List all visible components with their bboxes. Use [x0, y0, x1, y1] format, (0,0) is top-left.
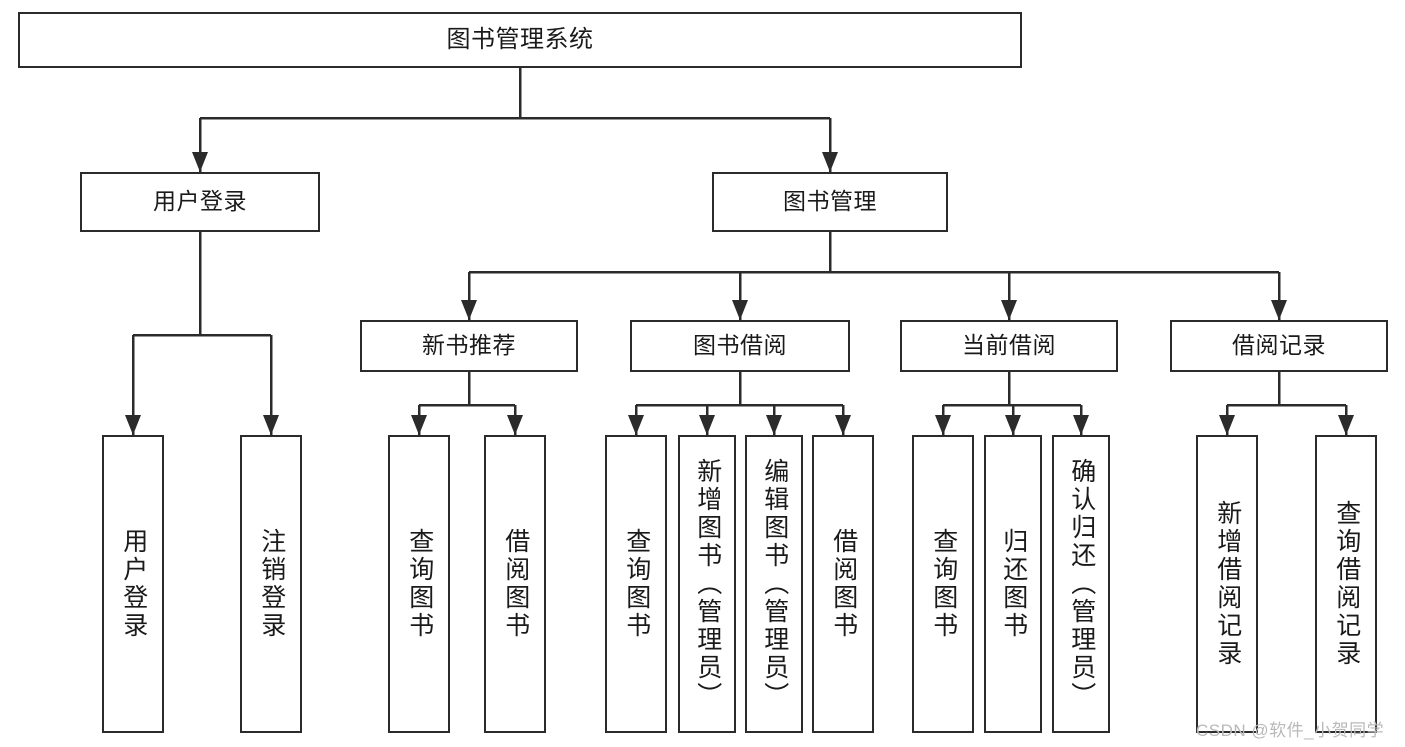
node-label-leaf-nb-query: 查询图书 [405, 528, 434, 640]
node-leaf-bo-lend[interactable]: 借阅图书 [812, 435, 874, 733]
node-label-leaf-bo-edit: 编辑图书（管理员） [760, 458, 789, 710]
node-label-leaf-bo-lend: 借阅图书 [829, 528, 858, 640]
node-leaf-logout[interactable]: 注销登录 [240, 435, 302, 733]
arrowhead-icon [411, 415, 427, 435]
node-label-records: 借阅记录 [1232, 332, 1326, 359]
node-label-leaf-re-add: 新增借阅记录 [1213, 500, 1242, 668]
arrowhead-icon [263, 415, 279, 435]
node-leaf-re-add[interactable]: 新增借阅记录 [1196, 435, 1258, 733]
arrowhead-icon [699, 415, 715, 435]
arrowhead-icon [732, 300, 748, 320]
arrowhead-icon [461, 300, 477, 320]
arrowhead-icon [1001, 300, 1017, 320]
arrowhead-icon [1005, 415, 1021, 435]
arrowhead-icon [835, 415, 851, 435]
arrowhead-icon [507, 415, 523, 435]
arrowhead-icon [935, 415, 951, 435]
node-records[interactable]: 借阅记录 [1170, 320, 1388, 372]
node-label-newbooks: 新书推荐 [422, 332, 516, 359]
node-login[interactable]: 用户登录 [80, 172, 320, 232]
arrowhead-icon [822, 152, 838, 172]
node-leaf-bo-add[interactable]: 新增图书（管理员） [678, 435, 736, 733]
node-label-leaf-bo-add: 新增图书（管理员） [693, 458, 722, 710]
node-leaf-cu-return[interactable]: 归还图书 [984, 435, 1042, 733]
node-leaf-nb-borrow[interactable]: 借阅图书 [484, 435, 546, 733]
arrowhead-icon [1219, 415, 1235, 435]
node-label-login: 用户登录 [153, 188, 247, 215]
node-label-leaf-login: 用户登录 [119, 528, 148, 640]
node-label-leaf-bo-query: 查询图书 [622, 528, 651, 640]
node-label-leaf-re-query: 查询借阅记录 [1332, 500, 1361, 668]
node-label-borrow: 图书借阅 [693, 332, 787, 359]
arrowhead-icon [192, 152, 208, 172]
arrowhead-icon [1271, 300, 1287, 320]
node-leaf-cu-confirm[interactable]: 确认归还（管理员） [1052, 435, 1110, 733]
node-root[interactable]: 图书管理系统 [18, 12, 1022, 68]
node-newbooks[interactable]: 新书推荐 [360, 320, 578, 372]
node-leaf-login[interactable]: 用户登录 [102, 435, 164, 733]
arrowhead-icon [1338, 415, 1354, 435]
node-label-leaf-cu-return: 归还图书 [999, 528, 1028, 640]
arrowhead-icon [125, 415, 141, 435]
node-bookmgmt[interactable]: 图书管理 [712, 172, 948, 232]
node-borrow[interactable]: 图书借阅 [630, 320, 850, 372]
node-current[interactable]: 当前借阅 [900, 320, 1118, 372]
arrowhead-icon [628, 415, 644, 435]
node-label-current: 当前借阅 [962, 332, 1056, 359]
csdn-watermark: CSDN @软件_小贺同学 [1196, 721, 1385, 740]
node-leaf-bo-edit[interactable]: 编辑图书（管理员） [745, 435, 803, 733]
node-label-leaf-nb-borrow: 借阅图书 [501, 528, 530, 640]
node-leaf-nb-query[interactable]: 查询图书 [388, 435, 450, 733]
arrowhead-icon [1073, 415, 1089, 435]
node-label-leaf-logout: 注销登录 [257, 528, 286, 640]
node-label-root: 图书管理系统 [446, 25, 594, 53]
arrowhead-icon [766, 415, 782, 435]
node-leaf-cu-query[interactable]: 查询图书 [912, 435, 974, 733]
node-label-leaf-cu-confirm: 确认归还（管理员） [1067, 458, 1096, 710]
node-leaf-bo-query[interactable]: 查询图书 [605, 435, 667, 733]
node-label-bookmgmt: 图书管理 [783, 188, 877, 215]
node-label-leaf-cu-query: 查询图书 [929, 528, 958, 640]
node-leaf-re-query[interactable]: 查询借阅记录 [1315, 435, 1377, 733]
